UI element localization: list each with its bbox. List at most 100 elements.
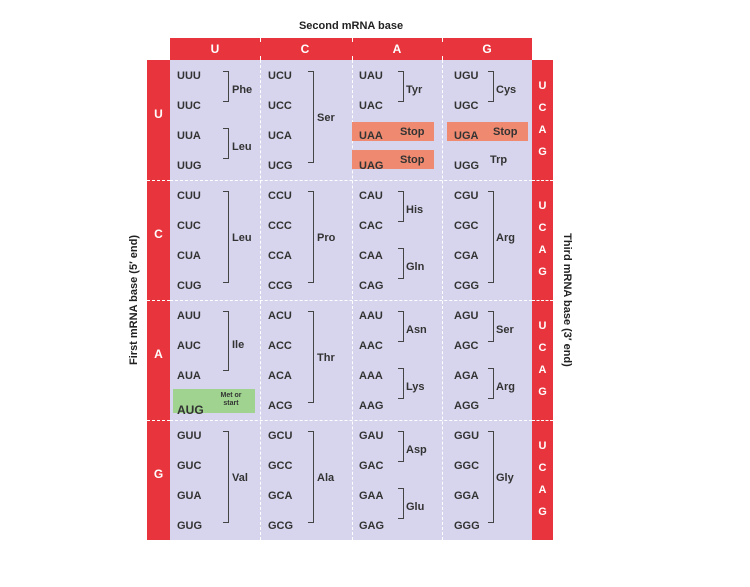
- codon-cell: CAU: [359, 190, 383, 202]
- third-base-label: G: [538, 506, 547, 518]
- second-base-a: A: [392, 42, 402, 56]
- third-base-label: C: [538, 342, 547, 354]
- stop-highlight-uag: [352, 150, 434, 169]
- codon-cell: UUA: [177, 130, 201, 142]
- stop-highlight-uaa: [352, 122, 434, 141]
- codon-cell: CUG: [177, 280, 202, 292]
- codon-cell: UCC: [268, 100, 292, 112]
- third-base-label: U: [538, 440, 547, 452]
- codon-cell: GUA: [177, 490, 202, 502]
- codon-cell: AGC: [454, 340, 479, 352]
- third-base-label: A: [538, 124, 547, 136]
- codon-cell: CGG: [454, 280, 480, 292]
- codon-cell: CCG: [268, 280, 293, 292]
- third-base-label: U: [538, 200, 547, 212]
- start-highlight-aug: [173, 389, 255, 413]
- amino-acid-label: Ile: [232, 339, 245, 351]
- amino-acid-label: Thr: [317, 352, 335, 364]
- codon-cell: AUC: [177, 340, 201, 352]
- third-base-label: A: [538, 244, 547, 256]
- codon-cell: GCA: [268, 490, 293, 502]
- amino-acid-label: Leu: [232, 232, 252, 244]
- codon-cell: UCG: [268, 160, 293, 172]
- codon-cell: ACC: [268, 340, 292, 352]
- codon-cell: UAA: [359, 130, 383, 142]
- codon-cell: AGA: [454, 370, 479, 382]
- codon-cell: UCA: [268, 130, 292, 142]
- codon-cell: CCU: [268, 190, 292, 202]
- codon-cell: AAA: [359, 370, 383, 382]
- codon-cell: CUA: [177, 250, 201, 262]
- codon-cell: GGA: [454, 490, 480, 502]
- codon-cell: ACG: [268, 400, 293, 412]
- codon-cell: CGU: [454, 190, 479, 202]
- amino-acid-label: Lys: [406, 381, 425, 393]
- codon-cell: UUC: [177, 100, 201, 112]
- amino-acid-label: Trp: [490, 154, 508, 166]
- third-base-label: C: [538, 222, 547, 234]
- second-base-title: Second mRNA base: [298, 20, 404, 32]
- amino-acid-label: Asn: [406, 324, 427, 336]
- first-base-c: C: [154, 227, 163, 241]
- amino-acid-label: Arg: [496, 381, 515, 393]
- third-base-label: U: [538, 80, 547, 92]
- codon-cell: AGU: [454, 310, 479, 322]
- codon-cell: AUU: [177, 310, 201, 322]
- codon-cell: UUU: [177, 70, 201, 82]
- amino-acid-label: Ser: [496, 324, 514, 336]
- codon-cell: CAA: [359, 250, 383, 262]
- amino-acid-label: Gln: [406, 261, 425, 273]
- codon-cell: CUC: [177, 220, 201, 232]
- third-base-bar: U C A G U C A G U C A G U C A G: [532, 60, 553, 540]
- codon-cell: ACU: [268, 310, 292, 322]
- codon-cell: GUU: [177, 430, 202, 442]
- amino-acid-label: Tyr: [406, 84, 423, 96]
- codon-cell: CGA: [454, 250, 479, 262]
- amino-acid-label: Cys: [496, 84, 517, 96]
- codon-cell: GAG: [359, 520, 385, 532]
- codon-cell: UGU: [454, 70, 479, 82]
- amino-acid-label: Stop: [400, 154, 425, 166]
- third-base-label: A: [538, 364, 547, 376]
- codon-cell: GGU: [454, 430, 480, 442]
- codon-cell: AAG: [359, 400, 384, 412]
- second-base-c: C: [300, 42, 310, 56]
- codon-cell: ACA: [268, 370, 292, 382]
- amino-acid-label: Ala: [317, 472, 335, 484]
- first-base-a: A: [154, 347, 163, 361]
- codon-cell: CCA: [268, 250, 292, 262]
- amino-acid-label: Ser: [317, 112, 335, 124]
- codon-cell: GCU: [268, 430, 293, 442]
- codon-cell: UAU: [359, 70, 383, 82]
- amino-acid-label: Stop: [400, 126, 425, 138]
- codon-cell: GAU: [359, 430, 384, 442]
- codon-cell: GCG: [268, 520, 294, 532]
- codon-cell: UGC: [454, 100, 479, 112]
- amino-acid-label: Stop: [493, 126, 518, 138]
- codon-cell: AAU: [359, 310, 383, 322]
- second-base-u: U: [210, 42, 220, 56]
- codon-cell: UGA: [454, 130, 479, 142]
- codon-cell: UCU: [268, 70, 292, 82]
- codon-cell: CCC: [268, 220, 292, 232]
- codon-cell: AGG: [454, 400, 480, 412]
- third-base-label: C: [538, 102, 547, 114]
- codon-cell: GUC: [177, 460, 202, 472]
- second-base-g: G: [482, 42, 492, 56]
- third-base-label: G: [538, 386, 547, 398]
- codon-cell: GAA: [359, 490, 384, 502]
- codon-cell: CAG: [359, 280, 384, 292]
- codon-cell: UUG: [177, 160, 202, 172]
- first-base-bar: U C A G: [147, 60, 170, 540]
- codon-cell: AUA: [177, 370, 201, 382]
- third-base-label: A: [538, 484, 547, 496]
- amino-acid-label: Phe: [232, 84, 253, 96]
- codon-cell: UAG: [359, 160, 384, 172]
- codon-cell: CUU: [177, 190, 201, 202]
- amino-acid-label: Pro: [317, 232, 336, 244]
- codon-cell: GGC: [454, 460, 480, 472]
- codon-cell: AUG: [177, 403, 204, 417]
- codon-cell: CAC: [359, 220, 383, 232]
